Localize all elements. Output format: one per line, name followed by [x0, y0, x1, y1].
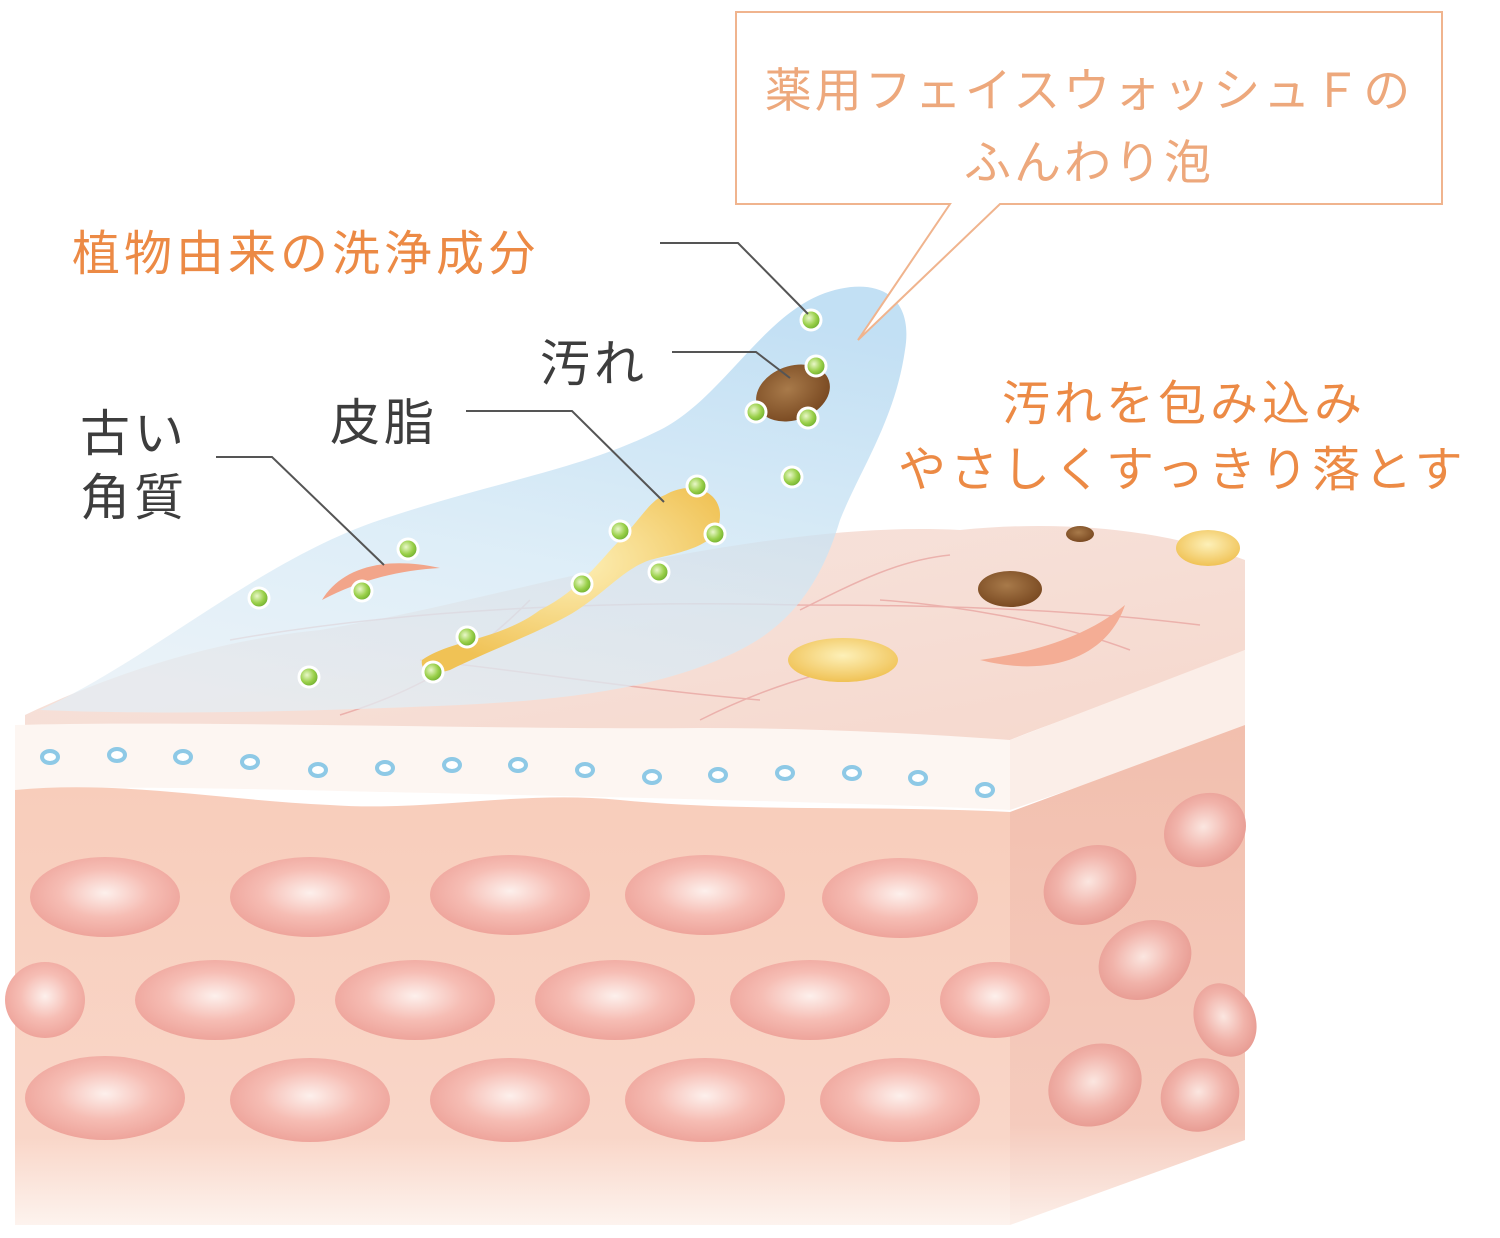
- ingredient-dot: [647, 560, 671, 584]
- skin-cell: [30, 857, 180, 937]
- dirt-particle: [978, 571, 1042, 607]
- ingredient-dot: [804, 354, 828, 378]
- moisture-dot: [908, 770, 928, 786]
- ingredient-dot: [350, 579, 374, 603]
- sebum-blob: [1176, 530, 1240, 566]
- skin-cell: [335, 960, 495, 1040]
- leader-lines: [216, 242, 809, 566]
- callout-line-1: 薬用フェイスウォッシュＦの: [764, 64, 1414, 119]
- ingredient-dot: [685, 474, 709, 498]
- skin-cell: [940, 962, 1050, 1038]
- skin-cell: [430, 1058, 590, 1142]
- moisture-dot: [642, 769, 662, 785]
- moisture-dot: [240, 754, 260, 770]
- skin-cell: [135, 960, 295, 1040]
- callout-line-2: ふんわり泡: [964, 136, 1214, 191]
- ingredient-dot: [247, 586, 271, 610]
- ingredient-dot: [780, 465, 804, 489]
- cleansing-ingredient-dots: [247, 308, 828, 689]
- skin-cell: [430, 855, 590, 935]
- ingredient-dot: [297, 665, 321, 689]
- label-dirt: 汚れ: [540, 335, 648, 393]
- ingredient-dot: [744, 400, 768, 424]
- product-foam-callout: 薬用フェイスウォッシュＦの ふんわり泡: [736, 12, 1442, 204]
- moisture-dot: [308, 762, 328, 778]
- skin-cell: [535, 960, 695, 1040]
- skin-cell: [25, 1056, 185, 1140]
- moisture-dot: [575, 762, 595, 778]
- skin-cell: [730, 960, 890, 1040]
- moisture-dot: [173, 749, 193, 765]
- label-old-keratin-line-1: 古い: [80, 405, 188, 463]
- old-keratin-flake: [980, 605, 1125, 667]
- skin-cell: [5, 962, 85, 1038]
- skin-cell: [822, 858, 978, 938]
- skin-cell: [1193, 983, 1257, 1057]
- label-plant-cleansing-ingredient: 植物由来の洗浄成分: [72, 226, 541, 282]
- ingredient-dot: [455, 625, 479, 649]
- moisture-dot: [375, 760, 395, 776]
- leader-line-sebum: [466, 410, 665, 503]
- dirt-particle: [1066, 526, 1094, 542]
- ingredient-dot: [421, 660, 445, 684]
- leader-line-old-keratin: [216, 456, 385, 566]
- skin-cells-side: [1043, 792, 1257, 1132]
- leader-line-ingredient: [660, 242, 809, 315]
- moisture-dot: [975, 782, 995, 798]
- tagline-line-1: 汚れを包み込み: [1002, 376, 1367, 432]
- moisture-dot: [775, 765, 795, 781]
- skin-cell: [1098, 920, 1192, 1000]
- ingredient-dot: [608, 519, 632, 543]
- moisture-dot: [708, 767, 728, 783]
- skin-cell: [625, 855, 785, 935]
- skin-cells-front: [5, 855, 1050, 1142]
- skin-cell: [230, 857, 390, 937]
- tagline-line-2: やさしくすっきり落とす: [898, 442, 1467, 498]
- skin-cell: [625, 1058, 785, 1142]
- skin-cell: [230, 1058, 390, 1142]
- moisture-dots: [40, 747, 995, 798]
- label-old-keratin-line-2: 角質: [80, 469, 188, 527]
- ingredient-dot: [799, 308, 823, 332]
- ingredient-dot: [796, 406, 820, 430]
- skin-cell: [1048, 1043, 1142, 1127]
- label-sebum: 皮脂: [330, 394, 438, 452]
- epidermis-side: [1010, 650, 1245, 810]
- skin-cell: [1160, 1058, 1240, 1132]
- moisture-dot: [508, 757, 528, 773]
- ingredient-dot: [703, 522, 727, 546]
- ingredient-dot: [570, 572, 594, 596]
- ingredient-dot: [396, 537, 420, 561]
- moisture-dot: [442, 757, 462, 773]
- sebum-blob: [421, 487, 720, 673]
- moisture-dot: [842, 765, 862, 781]
- skin-cell: [1164, 792, 1246, 868]
- callout-box: [735, 11, 1443, 341]
- old-keratin-flake: [322, 563, 440, 600]
- moisture-dot: [40, 749, 60, 765]
- sebum-blob: [788, 638, 898, 682]
- skin-cell: [1043, 845, 1137, 925]
- leader-line-dirt: [672, 351, 791, 379]
- skin-cell: [820, 1058, 980, 1142]
- moisture-dot: [107, 747, 127, 763]
